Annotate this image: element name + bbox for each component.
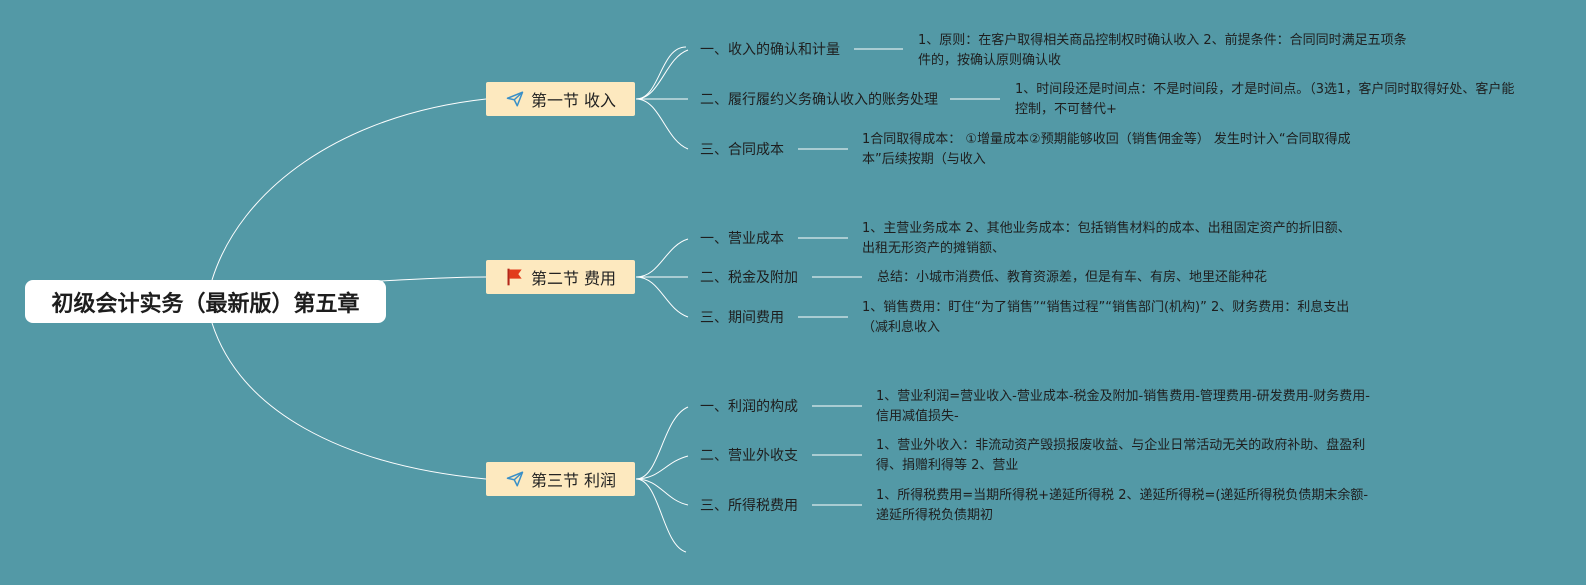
note-income-tax[interactable]: 1、所得税费用=当期所得税+递延所得税 2、递延所得税=(递延所得税负债期末余额…	[876, 488, 1369, 523]
subtopic-taxes-surcharges[interactable]: 二、税金及附加	[700, 270, 798, 286]
connector-s2-3	[635, 276, 689, 318]
subtopic-non-operating[interactable]: 二、营业外收支	[700, 448, 798, 464]
subtopic-income-tax[interactable]: 三、所得税费用	[700, 498, 798, 514]
subtopic-contract-cost[interactable]: 三、合同成本	[700, 142, 784, 158]
paper-plane-icon	[505, 89, 525, 109]
note-profit-composition[interactable]: 1、营业利润=营业收入-营业成本-税金及附加-销售费用-管理费用-研发费用-财务…	[876, 389, 1371, 424]
connector-s3-3	[635, 478, 689, 506]
note-non-operating[interactable]: 1、营业外收入：非流动资产毁损报废收益、与企业日常活动无关的政府补助、盘盈利得、…	[876, 438, 1366, 473]
connector-root-section-3	[211, 322, 487, 480]
subtopic-period-expenses[interactable]: 三、期间费用	[700, 310, 784, 326]
connector-s3-1	[635, 406, 689, 480]
note-taxes-surcharges[interactable]: 总结：小城市消费低、教育资源差，但是有车、有房、地里还能种花	[877, 270, 1268, 285]
section-node-expense[interactable]: 第二节 费用	[486, 260, 635, 294]
root-node-title[interactable]: 初级会计实务（最新版）第五章	[25, 280, 386, 323]
connector-root-section-1	[211, 98, 487, 281]
paper-plane-icon	[505, 469, 525, 489]
section-label: 第二节 费用	[530, 269, 617, 288]
section-label: 第三节 利润	[530, 471, 617, 490]
connector-s1-1	[635, 49, 689, 100]
note-contract-cost[interactable]: 1合同取得成本： ①增量成本②预期能够收回（销售佣金等） 发生时计入“合同取得成…	[862, 132, 1351, 167]
note-operating-cost[interactable]: 1、主营业务成本 2、其他业务成本：包括销售材料的成本、出租固定资产的折旧额、出…	[862, 221, 1351, 256]
connector-s1-3	[635, 98, 689, 150]
note-performance-obligation[interactable]: 1、时间段还是时间点：不是时间段，才是时间点。（3选1，客户同时取得好处、客户能…	[1015, 82, 1515, 117]
connector-s1-top	[635, 46, 687, 100]
section-label: 第一节 收入	[530, 91, 617, 110]
connector-s3-bottom	[635, 478, 687, 553]
section-node-profit[interactable]: 第三节 利润	[486, 462, 635, 496]
note-income-recognition[interactable]: 1、原则：在客户取得相关商品控制权时确认收入 2、前提条件：合同同时满足五项条件…	[918, 33, 1407, 68]
subtopic-performance-obligation[interactable]: 二、履行履约义务确认收入的账务处理	[700, 92, 938, 108]
subtopic-income-recognition[interactable]: 一、收入的确认和计量	[700, 42, 840, 58]
note-period-expenses[interactable]: 1、销售费用：盯住“为了销售”“销售过程”“销售部门(机构)” 2、财务费用：利…	[862, 300, 1350, 335]
subtopic-operating-cost[interactable]: 一、营业成本	[700, 231, 784, 247]
connector-root-section-2	[379, 276, 487, 282]
connector-s3-2	[635, 455, 689, 480]
subtopic-profit-composition[interactable]: 一、利润的构成	[700, 399, 798, 415]
connector-s2-1	[635, 238, 689, 278]
section-node-income[interactable]: 第一节 收入	[486, 82, 635, 116]
red-flag-icon	[505, 267, 525, 287]
